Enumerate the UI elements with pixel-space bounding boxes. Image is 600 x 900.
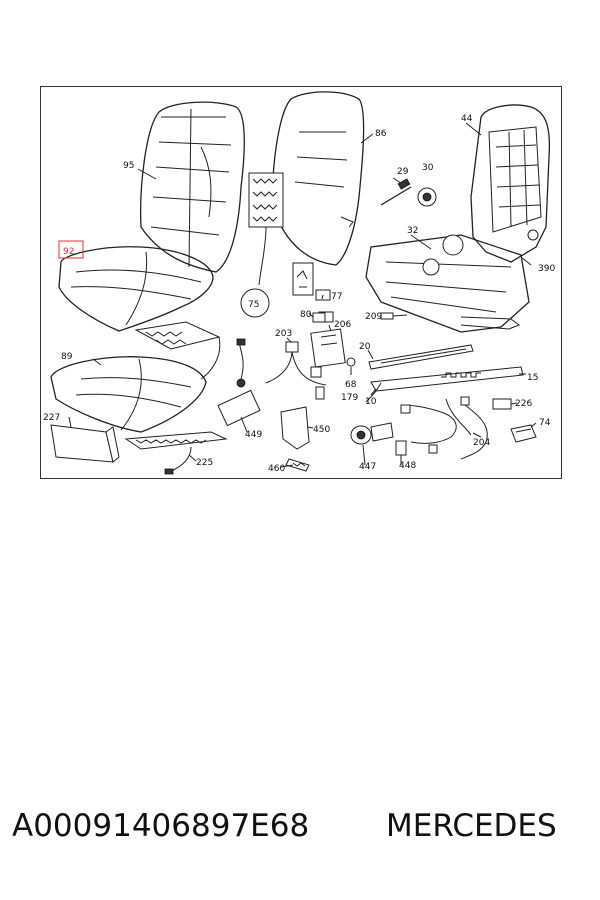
trim-panel-227 [50,424,120,463]
backrest-foam-86 [248,91,365,296]
bracket-450 [280,406,310,450]
callout-179: 179 [341,393,358,403]
switch-80 [312,312,326,323]
callout-449: 449 [245,430,262,440]
callout-77: 77 [331,292,342,302]
callout-68: 68 [345,380,357,390]
callout-20: 20 [359,342,371,352]
parts-diagram: 95 86 44 92 29 30 32 390 75 77 80 206 20… [40,86,562,479]
footer: A00091406897E68 MERCEDES [0,808,600,858]
callout-15: 15 [527,373,538,383]
callout-10: 10 [365,397,377,407]
callout-29: 29 [397,167,409,177]
callout-203: 203 [275,329,292,339]
seat-rail-15 [370,366,524,392]
gas-strut-29 [380,178,412,206]
callout-30: 30 [422,163,434,173]
belt-tensioner-447 [350,422,394,445]
seat-frame-44 [365,104,551,333]
seat-cushion-foam-89 [50,356,207,433]
callout-204: 204 [473,438,490,448]
buckle-460 [285,458,310,472]
callout-92: 92 [63,247,74,257]
callout-225: 225 [196,458,213,468]
callout-80: 80 [300,310,312,320]
callout-227: 227 [43,413,60,423]
callout-206: 206 [334,320,351,330]
control-unit-74 [510,424,537,443]
callout-390: 390 [538,264,555,274]
callout-460: 460 [268,464,285,474]
seat-rail-20 [368,344,474,370]
callout-209: 209 [365,312,382,322]
heating-mat-225 [124,431,228,475]
heating-element-top [134,321,221,380]
sensor-448 [395,440,407,456]
callout-450: 450 [313,425,330,435]
connector-204 [445,398,472,436]
backrest-cover-95 [140,101,245,273]
callout-448: 448 [399,461,416,471]
callout-circle-75 [240,288,270,318]
callout-74: 74 [539,418,551,428]
seat-cushion-cover-92 [58,246,214,332]
callout-32: 32 [407,226,418,236]
cable-10 [365,382,488,460]
callout-89: 89 [61,352,73,362]
callout-447: 447 [359,462,376,472]
callout-75: 75 [248,300,259,310]
callout-44: 44 [461,114,473,124]
seat-exploded-view: 95 86 44 92 29 30 32 390 75 77 80 206 20… [43,91,555,475]
callout-95: 95 [123,161,134,171]
callout-86: 86 [375,129,387,139]
leader-lines [68,122,537,468]
module-226 [492,398,512,410]
seat-motor-449 [217,338,261,427]
part-number: A00091406897E68 [12,808,310,844]
clip-209 [380,312,394,320]
handwheel-30 [417,187,437,207]
brand-name: MERCEDES [386,808,557,844]
highlight-box-92 [58,240,84,259]
wiring-harness [265,311,356,400]
callout-226: 226 [515,399,532,409]
